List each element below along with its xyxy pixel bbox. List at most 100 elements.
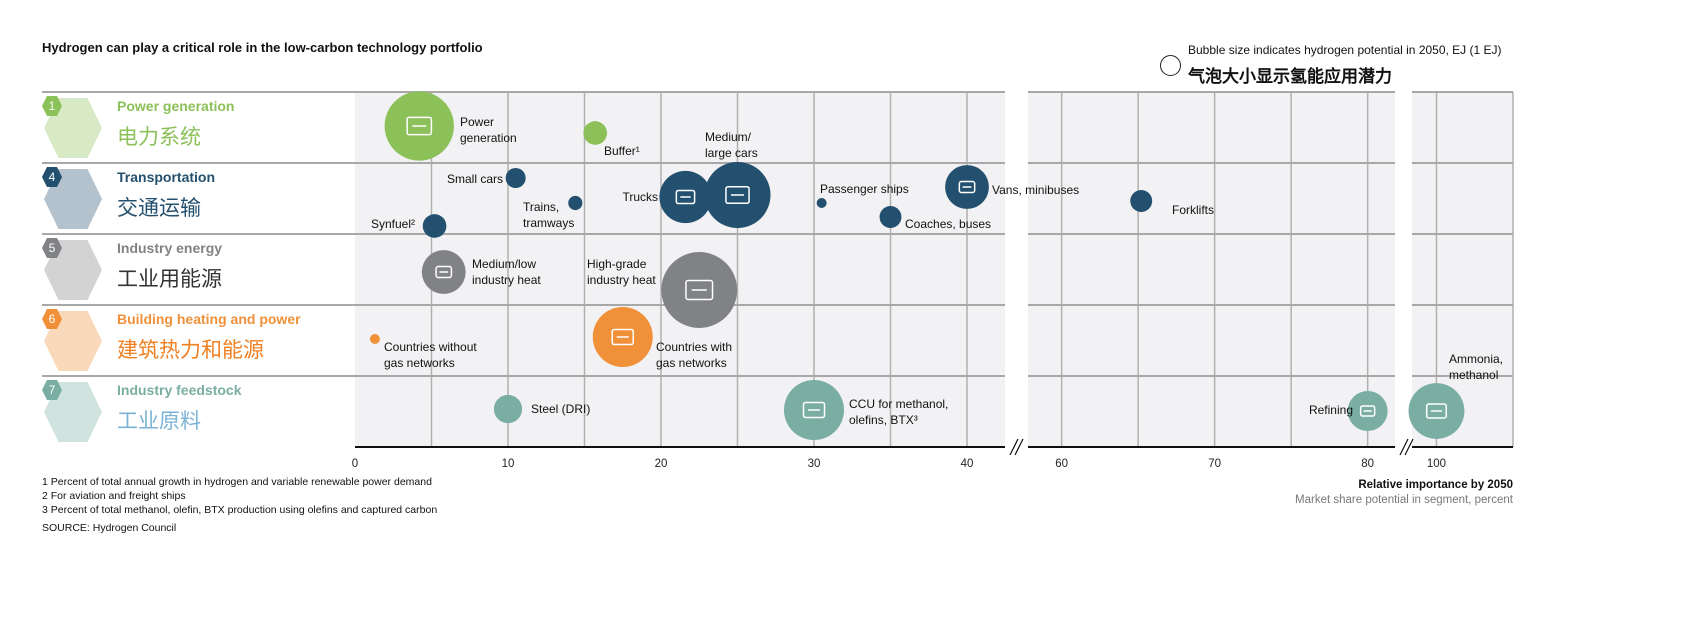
- category-number-badge: 4: [42, 167, 62, 187]
- bubble-label-line: Small cars: [447, 172, 503, 186]
- bubble-label: Forklifts: [1172, 203, 1214, 217]
- axis-break-gap: [1005, 88, 1028, 450]
- x-tick-label: 0: [352, 458, 358, 470]
- bubble-label: Ammonia, methanol: [1449, 352, 1503, 382]
- bubble-icon: [1425, 403, 1448, 419]
- bubble-label: Countries with gas networks: [656, 340, 732, 370]
- axis-break-mark: [1014, 438, 1024, 456]
- bubble-label: Coaches, buses: [905, 217, 991, 231]
- bubble-label: Small cars: [447, 172, 503, 186]
- bubble-label: Refining: [1309, 403, 1353, 417]
- legend-bubble-icon: [1160, 55, 1181, 76]
- bubble: [493, 394, 523, 424]
- bubble-group: Buffer¹: [583, 121, 640, 158]
- axis-break-mark: [1399, 438, 1409, 456]
- axis-break-mark: [1009, 438, 1019, 456]
- bubble-label: Buffer¹: [604, 144, 640, 158]
- category-title-zh: 工业原料: [117, 410, 201, 433]
- bubble-label-line: CCU for methanol,: [849, 397, 948, 411]
- category-number-badge: 5: [42, 238, 62, 258]
- bubble-group: Refining: [1309, 391, 1388, 431]
- bubble-label-line: Vans, minibuses: [992, 183, 1079, 197]
- bubble: [583, 121, 608, 145]
- bubble-label: High-grade industry heat: [587, 257, 656, 287]
- bubble-label-line: Buffer¹: [604, 144, 640, 158]
- bubble-icon: [685, 279, 714, 301]
- bubble-label-line: industry heat: [587, 273, 656, 287]
- bubble-label-line: Ammonia,: [1449, 352, 1503, 366]
- x-tick-label: 40: [961, 458, 974, 470]
- bubble-label: Trains, tramways: [523, 200, 574, 230]
- bubble-label-line: industry heat: [472, 273, 541, 287]
- category-number-badge: 6: [42, 309, 62, 329]
- bubble-label-line: Passenger ships: [820, 182, 909, 196]
- bubble-label: Countries without gas networks: [384, 340, 477, 370]
- bubble: [568, 195, 583, 211]
- bubble-label: Trucks: [622, 190, 658, 204]
- category-title: Power generation: [117, 98, 235, 114]
- bubble-label-line: Countries with: [656, 340, 732, 354]
- x-tick-label: 100: [1427, 458, 1446, 470]
- chart-title: Hydrogen can play a critical role in the…: [42, 40, 483, 55]
- x-tick-label: 20: [655, 458, 668, 470]
- bubble-label-line: Trains,: [523, 200, 559, 214]
- axis-break-mark: [1404, 438, 1414, 456]
- bubble-label-line: Refining: [1309, 403, 1353, 417]
- bubble: [422, 214, 447, 238]
- bubble-label: Medium/large cars: [705, 130, 758, 160]
- bubble-group: Steel (DRI): [493, 394, 590, 424]
- x-tick-label: 30: [808, 458, 821, 470]
- bubble-label: Synfuel²: [371, 217, 415, 231]
- category-title-zh: 工业用能源: [117, 268, 222, 291]
- x-axis-subtitle: Market share potential in segment, perce…: [1295, 494, 1513, 506]
- category-title-zh: 交通运输: [117, 197, 201, 220]
- category-title: Industry energy: [117, 240, 223, 256]
- bubble-group: Vans, minibuses: [945, 165, 1079, 209]
- bubble-group: Medium/large cars: [704, 130, 771, 229]
- bubble-group: CCU for methanol,olefins, BTX³: [784, 380, 948, 440]
- bubble-group: Small cars: [447, 168, 526, 188]
- bubble-label-line: gas networks: [384, 356, 455, 370]
- source-note: SOURCE: Hydrogen Council: [42, 522, 177, 534]
- footnote-1: 1 Percent of total annual growth in hydr…: [42, 476, 432, 488]
- bubble: [816, 198, 827, 208]
- bubble-label-line: High-grade: [587, 257, 647, 271]
- bubble-icon: [802, 401, 826, 419]
- legend-text-zh: 气泡大小显示氢能应用潜力: [1188, 67, 1392, 86]
- bubble-icon: [435, 265, 453, 279]
- bubble-label-line: Coaches, buses: [905, 217, 991, 231]
- bubble: [879, 206, 902, 228]
- bubble-label: Vans, minibuses: [992, 183, 1079, 197]
- bubble-group: Passenger ships: [816, 182, 909, 208]
- bubble-label: Passenger ships: [820, 182, 909, 196]
- category-number-badge: 1: [42, 96, 62, 116]
- x-tick-label: 60: [1055, 458, 1068, 470]
- bubble-group: Trucks: [622, 170, 712, 224]
- plot-segment-bg: [1028, 92, 1408, 447]
- bubble-label-line: tramways: [523, 216, 574, 230]
- bubble: [505, 168, 526, 188]
- bubble-label-line: gas networks: [656, 356, 727, 370]
- bubble-icon: [406, 116, 433, 136]
- bubble: [1130, 190, 1153, 212]
- bubble-label: CCU for methanol,olefins, BTX³: [849, 397, 948, 427]
- bubble-label-line: Forklifts: [1172, 203, 1214, 217]
- category-title-zh: 建筑热力和能源: [117, 339, 264, 362]
- bubble-label-line: Power: [460, 115, 494, 129]
- bubble-label-line: Synfuel²: [371, 217, 415, 231]
- bubble-icon: [958, 180, 976, 194]
- bubble-group: Countries without gas networks: [369, 334, 477, 370]
- bubble-label-line: methanol: [1449, 368, 1498, 382]
- footnote-3: 3 Percent of total methanol, olefin, BTX…: [42, 504, 438, 516]
- bubble-label-line: Countries without: [384, 340, 477, 354]
- category-title: Building heating and power: [117, 311, 301, 327]
- x-tick-label: 10: [502, 458, 515, 470]
- category-number-badge: 7: [42, 380, 62, 400]
- bubble-icon: [611, 328, 634, 346]
